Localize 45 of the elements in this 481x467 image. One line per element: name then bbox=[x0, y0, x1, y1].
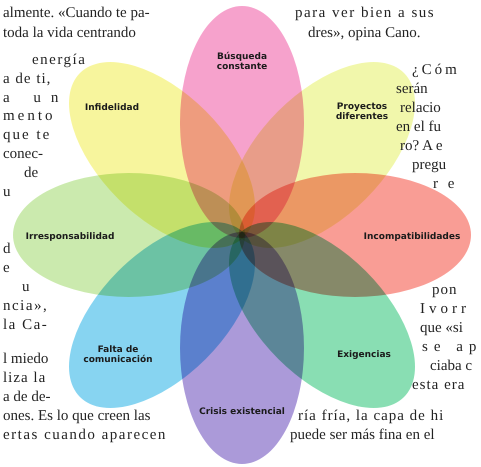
article-text: en el fu bbox=[396, 119, 441, 136]
petal-label: Exigencias bbox=[337, 350, 391, 360]
petal-label: Proyectos diferentes bbox=[334, 102, 390, 122]
petal-label: Infidelidad bbox=[84, 102, 140, 113]
article-text: pon bbox=[432, 282, 458, 299]
article-text: almente. «Cuando te pa- bbox=[3, 5, 150, 22]
article-text: relacio bbox=[400, 100, 441, 117]
article-text: mento bbox=[3, 108, 56, 125]
article-text: la Ca- bbox=[3, 317, 48, 334]
article-text: para ver bien a sus bbox=[295, 5, 436, 22]
article-text: esta era bbox=[412, 377, 466, 394]
article-text: ro? A e bbox=[400, 138, 442, 155]
article-text: toda la vida centrando bbox=[3, 25, 136, 42]
article-text: serán bbox=[396, 81, 428, 98]
article-text: ncia», bbox=[3, 298, 48, 315]
article-text: dres», opina Cano. bbox=[308, 25, 420, 42]
article-text: d bbox=[3, 241, 10, 258]
article-text: Ivorr bbox=[420, 301, 470, 318]
article-text: ría fría, la capa de hi bbox=[298, 408, 444, 425]
petal-label: Búsqueda constante bbox=[216, 52, 268, 72]
article-text: u bbox=[3, 184, 10, 201]
article-text: puede ser más fina en el bbox=[290, 427, 435, 444]
article-text: se ap bbox=[422, 339, 481, 356]
article-text: ertas cuando aparecen bbox=[3, 427, 167, 444]
petal-label: Crisis existencial bbox=[199, 407, 285, 417]
article-text: ciaba c bbox=[430, 358, 472, 375]
article-text: pregu bbox=[412, 157, 446, 174]
article-text: u bbox=[22, 279, 30, 296]
article-text: conec- bbox=[3, 146, 43, 163]
article-text: de bbox=[24, 165, 38, 182]
article-text: r e bbox=[433, 176, 458, 193]
article-text: a de de- bbox=[3, 389, 50, 406]
petal-label: Incompatibilidades bbox=[364, 232, 460, 242]
petal-label: Falta de comunicación bbox=[82, 344, 154, 365]
article-text: que te bbox=[3, 127, 52, 144]
petal-label: Irresponsabilidad bbox=[26, 232, 114, 242]
article-text: ones. Es lo que creen las bbox=[3, 408, 150, 425]
article-text: ¿Cóm bbox=[412, 62, 460, 79]
article-text: l miedo bbox=[3, 351, 48, 368]
article-text: liza la bbox=[3, 370, 46, 387]
article-text: e bbox=[3, 260, 10, 277]
article-text: que «si bbox=[420, 320, 463, 337]
article-text: a de ti, bbox=[3, 71, 52, 88]
article-text: energía bbox=[32, 52, 86, 69]
article-text: a un bbox=[3, 90, 68, 107]
